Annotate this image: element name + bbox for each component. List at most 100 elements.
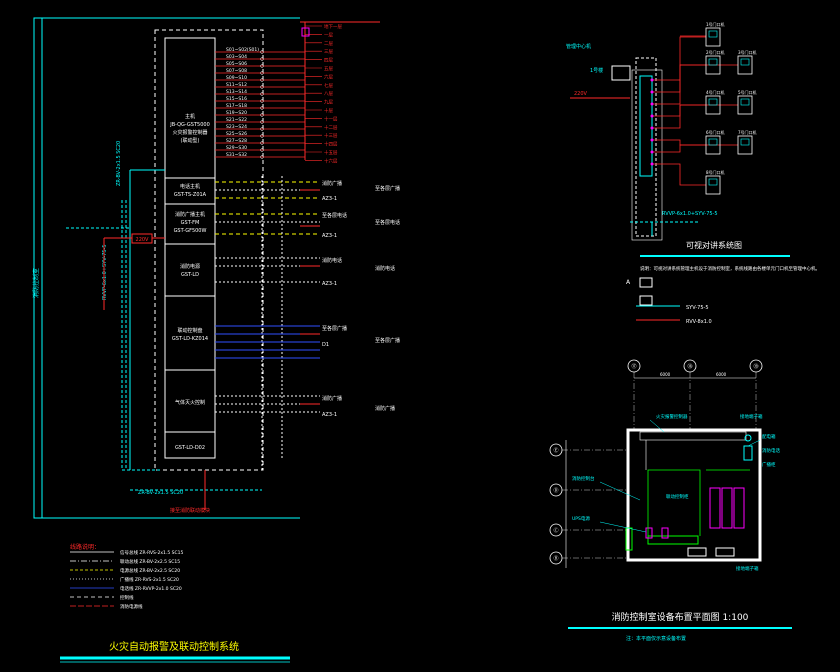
floor-equipment-2 (715, 547, 735, 557)
intercom-switch-core (639, 75, 653, 177)
loop-labels-group: S01~S02(S01)S03~S04S05~S06S07~S08S09~S10… (226, 47, 259, 158)
linkage-blue-lines (215, 325, 320, 413)
wall-box (743, 445, 753, 461)
floor-label: 十六层 (324, 157, 338, 164)
ann-15: 消防广播 (375, 405, 395, 412)
intercom-junction (650, 126, 654, 130)
floor-label: 十四层 (324, 141, 338, 148)
intercom-legend-c: RVV-8x1.0 (686, 319, 712, 325)
loop-node (260, 64, 264, 68)
loop-node (260, 113, 264, 117)
bottom-red-label: 接至消防联动模块 (170, 507, 210, 514)
controller-sub: 火灾报警控制器 (172, 129, 207, 136)
linkage-label: 联动控制盘 (177, 327, 202, 334)
intercom-wires (650, 35, 738, 186)
loop-label: S01~S02(S01) (226, 47, 259, 53)
loop-node (260, 50, 264, 54)
intercom-title: 可视对讲系统图 (686, 240, 742, 250)
bundle-label: ZR-BV-2x1.5 SC20 (116, 141, 122, 186)
intercom-unit-screen (740, 58, 750, 66)
cabinet-3 (733, 487, 745, 529)
cabinet-2 (721, 487, 733, 529)
legend-row-label: 控制线 (120, 594, 134, 601)
loop-label: S03~S04 (226, 54, 247, 60)
loop-label: S15~S16 (226, 96, 247, 102)
legend-row-label: 联动总线 ZR-BV-2x2.5 SC15 (120, 558, 180, 565)
floor-label: 十三层 (324, 132, 338, 139)
power-220v-label: 220V (136, 237, 150, 243)
loop-node (260, 57, 264, 61)
intercom-wire (652, 104, 706, 117)
legend-row-label: 消防电源线 (120, 603, 143, 610)
floor-label: 地下一层 (324, 23, 342, 30)
intercom-wire (652, 64, 738, 105)
ann-12: 至各层电话 (375, 219, 400, 226)
intercom-legend-b: SYV-75-5 (686, 305, 709, 311)
loop-label: S07~S08 (226, 68, 247, 74)
axis-marker-label: Ⓑ (553, 555, 558, 562)
gst-label: GST-LD-D02 (175, 445, 205, 451)
ann-10: AZ3-1 (322, 412, 337, 418)
controller-sub2: (联动型) (181, 137, 200, 144)
wall-terminal (744, 434, 752, 442)
signal-bus-lines (215, 176, 320, 470)
floor-label: 九层 (324, 99, 333, 106)
floor-label: 三层 (324, 49, 333, 55)
axis-marker-label: Ⓔ (553, 447, 558, 454)
intercom-junction (650, 162, 654, 166)
fp-label-7: UPS电源 (572, 515, 590, 522)
loop-label: S09~S10 (226, 75, 247, 81)
intercom-unit-icon (737, 55, 753, 75)
floor-plan-title: 消防控制室设备布置平面图 1:100 (612, 611, 749, 623)
dim-1: 6000 (660, 372, 671, 377)
intercom-unit-label: 7号门口机 (738, 129, 757, 135)
axis-marker-label: Ⓒ (553, 527, 558, 534)
ann-1: 消防广播 (322, 180, 342, 187)
top-module-box (301, 27, 310, 37)
cabinet-1 (709, 487, 721, 529)
ann-2: AZ3-1 (322, 196, 337, 202)
console-chair-2 (661, 527, 669, 539)
power-label: 电话主机 (180, 183, 200, 190)
intercom-unit-label: 3号门口机 (738, 49, 757, 55)
intercom-junction (650, 102, 654, 106)
loop-node (260, 92, 264, 96)
ann-6: AZ3-1 (322, 281, 337, 287)
equipment-column (164, 37, 216, 459)
intercom-note: 说明：可视对讲系统管理主机设于消防控制室，系统线路由各楼单元门口机至管理中心机。 (640, 265, 820, 272)
intercom-host-label: 管理中心机 (566, 43, 591, 50)
floor-label: 四层 (324, 58, 333, 64)
left-wall-panel (625, 527, 633, 551)
floor-label: 八层 (324, 91, 333, 97)
intercom-unit-icon (705, 27, 721, 47)
axis-marker-label: ⑰ (631, 363, 636, 370)
intercom-wire (652, 163, 706, 186)
loop-label: S27~S28 (226, 138, 247, 144)
controller-model: JB-QG-GST5000 (169, 122, 210, 128)
power-model: GST-TS-Z01A (174, 192, 207, 198)
intercom-unit-screen (740, 138, 750, 146)
broadcast-annotations: 消防广播 AZ3-1 至各层电话 AZ3-1 消防电话 AZ3-1 至各层广播 … (322, 180, 400, 418)
ann-9: 消防广播 (322, 395, 342, 402)
legend-row-label: 电源总线 ZR-BV-2x2.5 SC20 (120, 567, 180, 574)
intercom-wire (652, 36, 706, 81)
intercom-unit-screen (708, 30, 718, 38)
box-model: GST-LD (181, 272, 199, 278)
loop-node (260, 106, 264, 110)
fp-label-9: 接地端子箱 (736, 565, 759, 572)
intercom-switch-outline (635, 57, 657, 237)
intercom-unit-icon (705, 55, 721, 75)
floor-label: 六层 (324, 73, 333, 80)
cabinet-dashed-outline (154, 29, 264, 471)
loop-label: S19~S20 (226, 110, 247, 116)
intercom-unit-icon (737, 135, 753, 155)
ann-7: 至各层广播 (322, 325, 347, 332)
ann-11: 至各层广播 (375, 185, 400, 192)
fp-label-6: 消防控制台 (572, 475, 595, 482)
intercom-unit-label: 6号门口机 (706, 129, 725, 135)
green-wiring-1 (647, 469, 701, 536)
broadcast-sub: GST-FM (181, 220, 200, 226)
fp-label-8: 联动控制柜 (666, 493, 689, 500)
